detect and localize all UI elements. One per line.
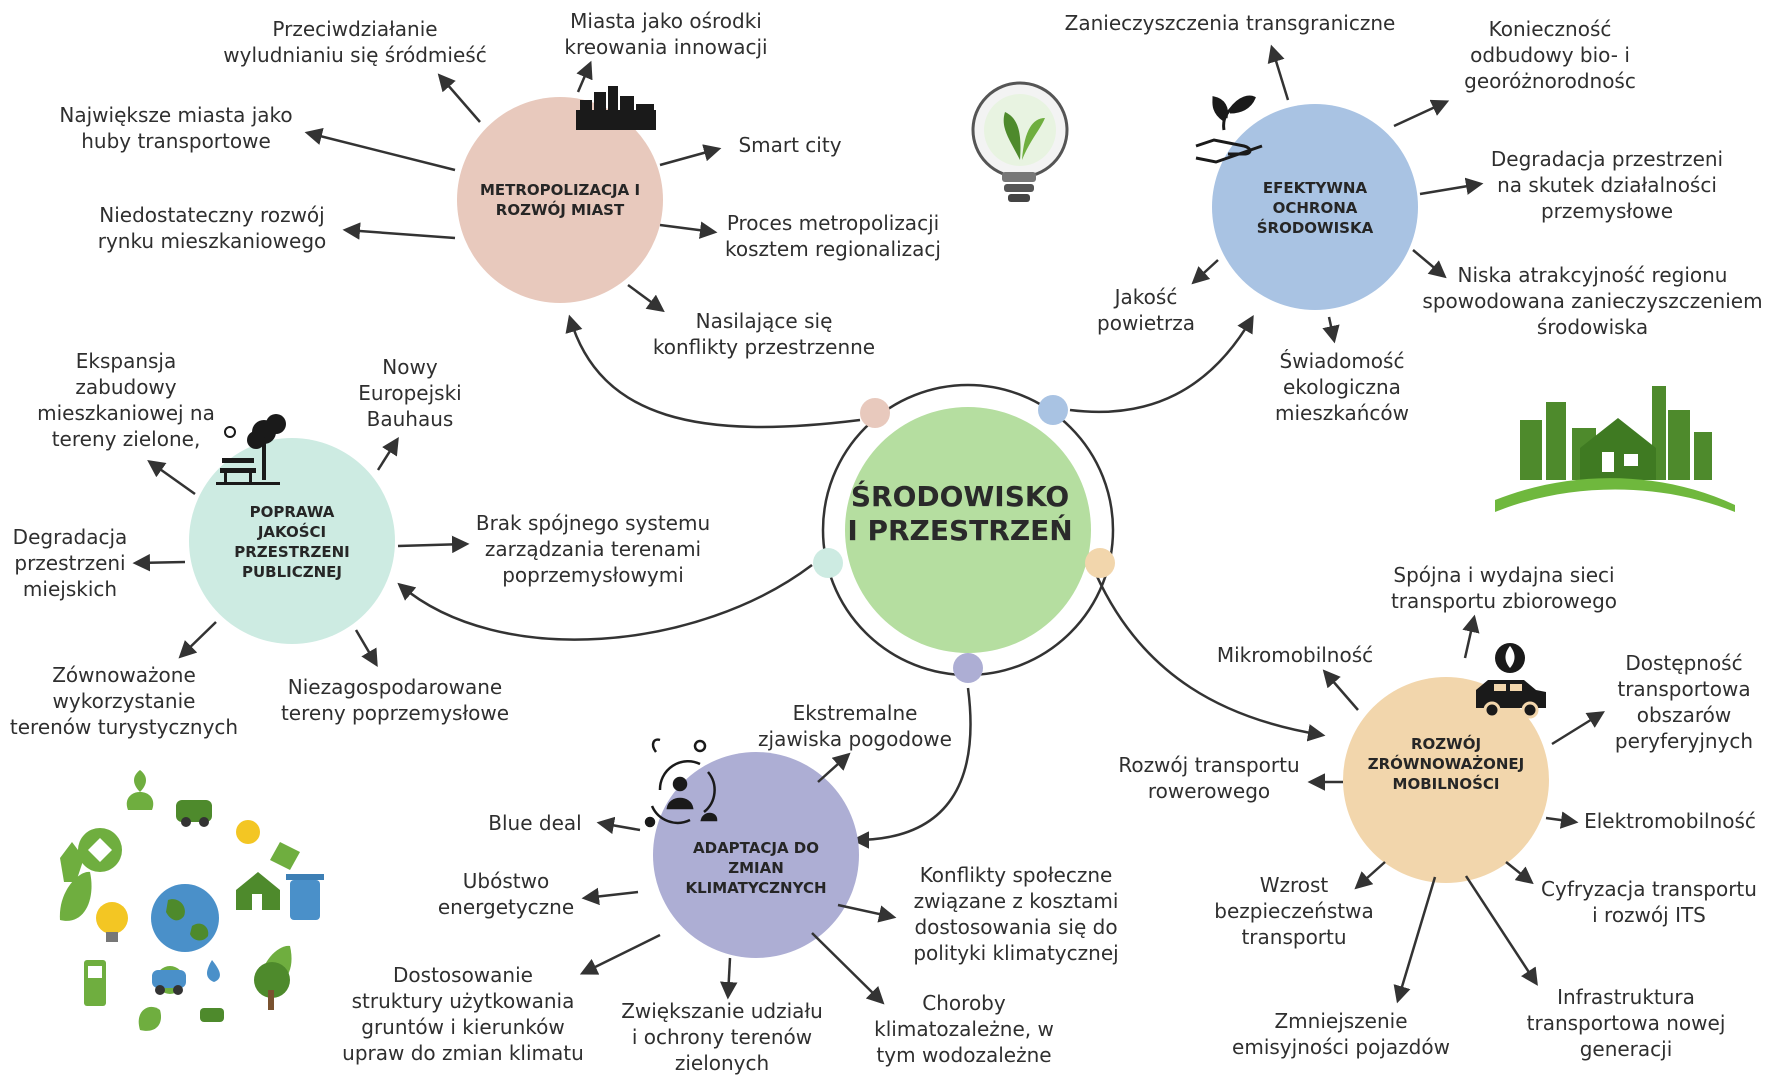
connector-pub (397, 564, 813, 641)
dot-adapt (953, 653, 983, 683)
center-title: ŚRODOWISKO I PRZESTRZEŃ (840, 480, 1080, 548)
connector-adapt (851, 687, 972, 849)
node-metro-title-line2: ROZWÓJ MIAST (495, 201, 625, 219)
node-eko-title-line1: EFEKTYWNA (1262, 179, 1368, 197)
node-metro-title: METROPOLIZACJA I ROZWÓJ MIAST (460, 180, 660, 220)
node-pub-title-line1: POPRAWA (249, 503, 335, 521)
climate-cycle-icon (644, 738, 718, 828)
node-adapt-title-line1: ADAPTACJA DO (693, 839, 819, 857)
node-mob-title-line1: ROZWÓJ (1410, 735, 1482, 753)
dot-eko (1038, 395, 1068, 425)
center-circle (845, 407, 1091, 653)
node-mob-circle (1343, 677, 1549, 883)
node-pub-circle (189, 438, 395, 644)
node-pub-title-line2: JAKOŚCI (257, 523, 327, 541)
node-adapt-title-line2: ZMIAN (728, 859, 784, 877)
node-eko-title: EFEKTYWNA OCHRONA ŚRODOWISKA (1215, 178, 1415, 238)
connector-mob (1090, 564, 1326, 742)
node-eko-circle (1212, 104, 1418, 310)
node-mob-title-line2: ZRÓWNOWAŻONEJ (1367, 755, 1525, 773)
connector-metro (565, 314, 861, 429)
center-title-line1: ŚRODOWISKO (850, 480, 1070, 513)
center-title-line2: I PRZESTRZEŃ (847, 514, 1073, 547)
node-adapt-circle (653, 752, 859, 958)
spoke-arrows (132, 44, 1605, 1005)
node-pub-title: POPRAWA JAKOŚCI PRZESTRZENI PUBLICZNEJ (192, 502, 392, 582)
hand-plant-icon (1195, 95, 1263, 164)
eco-icons-cluster (59, 770, 324, 1031)
node-adapt-title: ADAPTACJA DO ZMIAN KLIMATYCZNYCH (656, 838, 856, 898)
node-metro-circle (457, 97, 663, 303)
connector-eko (1069, 314, 1254, 414)
lightbulb-plant-icon (971, 81, 1069, 202)
label-mob-5: Elektromobilność (1584, 809, 1756, 833)
node-mob-title-line3: MOBILNOŚCI (1392, 775, 1500, 793)
green-city-icon (1495, 386, 1735, 512)
dot-mob (1085, 548, 1115, 578)
node-pub-title-line3: PRZESTRZENI (234, 543, 350, 561)
label-eko-1: Zanieczyszczenia transgraniczne (1064, 11, 1396, 35)
label-mob-2: Mikromobilność (1216, 643, 1374, 667)
node-mob-title: ROZWÓJ ZRÓWNOWAŻONEJ MOBILNOŚCI (1346, 734, 1546, 794)
dot-metro (860, 398, 890, 428)
dot-pub (813, 548, 843, 578)
node-eko-title-line3: ŚRODOWISKA (1256, 219, 1374, 237)
connector-curves (397, 314, 1326, 849)
label-metro-4: Smart city (738, 133, 842, 157)
node-adapt-title-line3: KLIMATYCZNYCH (685, 879, 827, 897)
node-metro-title-line1: METROPOLIZACJA I (479, 181, 641, 199)
city-skyline-icon (576, 86, 656, 130)
label-adapt-2: Blue deal (488, 811, 582, 835)
node-eko-title-line2: OCHRONA (1272, 199, 1358, 217)
eco-car-icon (1476, 643, 1546, 719)
park-bench-tree-icon (216, 414, 286, 485)
node-pub-title-line4: PUBLICZNEJ (241, 563, 342, 581)
